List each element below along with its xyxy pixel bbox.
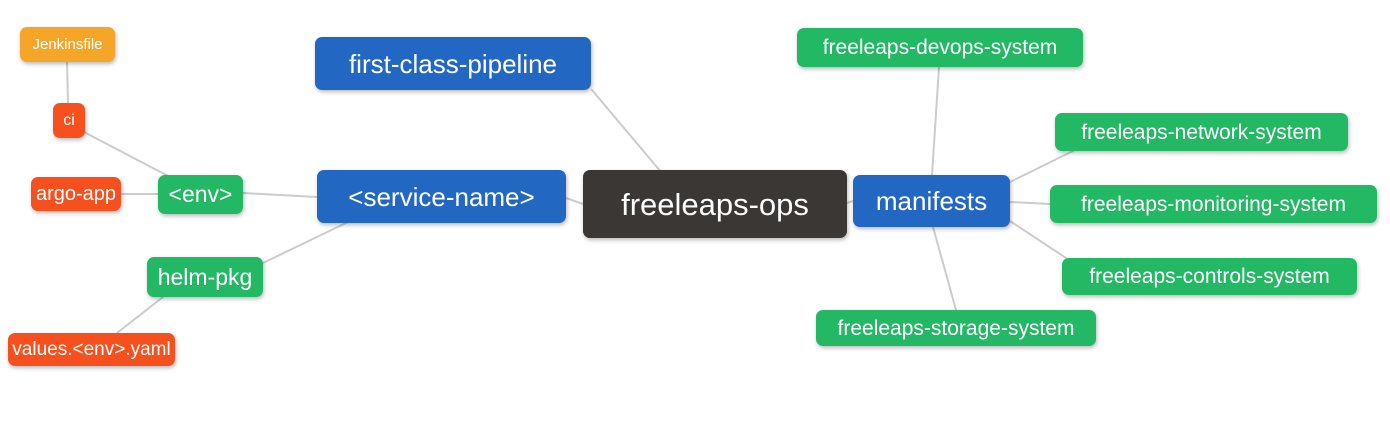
node-freeleaps-devops-system[interactable]: freeleaps-devops-system: [797, 28, 1083, 67]
edge-manifests-to-freeleaps-network-system: [1009, 150, 1074, 183]
edge-service-name-to-freeleaps-ops: [565, 197, 584, 205]
node-first-class-pipeline[interactable]: first-class-pipeline: [315, 37, 591, 90]
edge-env-to-service-name: [242, 192, 318, 198]
node-freeleaps-controls-system[interactable]: freeleaps-controls-system: [1062, 258, 1357, 295]
node-label-ci: ci: [63, 111, 75, 129]
edge-manifests-to-freeleaps-devops-system: [931, 66, 940, 176]
node-label-freeleaps-devops-system: freeleaps-devops-system: [822, 36, 1058, 59]
node-helm-pkg[interactable]: helm-pkg: [147, 257, 263, 297]
node-service-name[interactable]: <service-name>: [317, 170, 566, 223]
node-manifests[interactable]: manifests: [853, 175, 1010, 227]
node-label-argo-app: argo-app: [35, 183, 117, 205]
edge-freeleaps-ops-to-manifests: [846, 200, 854, 204]
node-freeleaps-monitoring-system[interactable]: freeleaps-monitoring-system: [1050, 185, 1377, 223]
node-label-manifests: manifests: [875, 186, 988, 216]
node-label-freeleaps-controls-system: freeleaps-controls-system: [1089, 265, 1330, 288]
node-ci[interactable]: ci: [53, 103, 85, 138]
node-label-freeleaps-network-system: freeleaps-network-system: [1081, 120, 1322, 144]
edge-helm-pkg-to-service-name: [262, 221, 349, 264]
edge-manifests-to-freeleaps-controls-system: [1009, 220, 1067, 259]
node-label-freeleaps-ops: freeleaps-ops: [621, 186, 809, 222]
node-freeleaps-storage-system[interactable]: freeleaps-storage-system: [816, 310, 1096, 346]
node-env[interactable]: <env>: [158, 175, 243, 214]
node-values-env-yaml[interactable]: values.<env>.yaml: [8, 333, 175, 366]
edge-first-class-pipeline-to-freeleaps-ops: [591, 89, 662, 173]
node-freeleaps-network-system[interactable]: freeleaps-network-system: [1055, 113, 1348, 151]
node-freeleaps-ops[interactable]: freeleaps-ops: [583, 170, 847, 238]
edge-manifests-to-freeleaps-storage-system: [932, 226, 957, 311]
edge-manifests-to-freeleaps-monitoring-system: [1009, 201, 1051, 205]
edge-helm-pkg-to-values-env-yaml: [116, 296, 164, 334]
node-label-helm-pkg: helm-pkg: [157, 263, 253, 290]
node-label-service-name: <service-name>: [348, 181, 535, 212]
node-label-env: <env>: [168, 181, 233, 207]
node-jenkinsfile[interactable]: Jenkinsfile: [20, 27, 115, 62]
node-argo-app[interactable]: argo-app: [31, 177, 121, 211]
node-label-first-class-pipeline: first-class-pipeline: [348, 48, 558, 79]
node-label-freeleaps-storage-system: freeleaps-storage-system: [837, 316, 1075, 340]
node-label-values-env-yaml: values.<env>.yaml: [12, 339, 171, 360]
node-label-freeleaps-monitoring-system: freeleaps-monitoring-system: [1081, 192, 1346, 216]
edge-ci-to-env: [83, 131, 171, 178]
edge-jenkinsfile-to-ci: [66, 61, 69, 104]
node-label-jenkinsfile: Jenkinsfile: [32, 36, 103, 53]
